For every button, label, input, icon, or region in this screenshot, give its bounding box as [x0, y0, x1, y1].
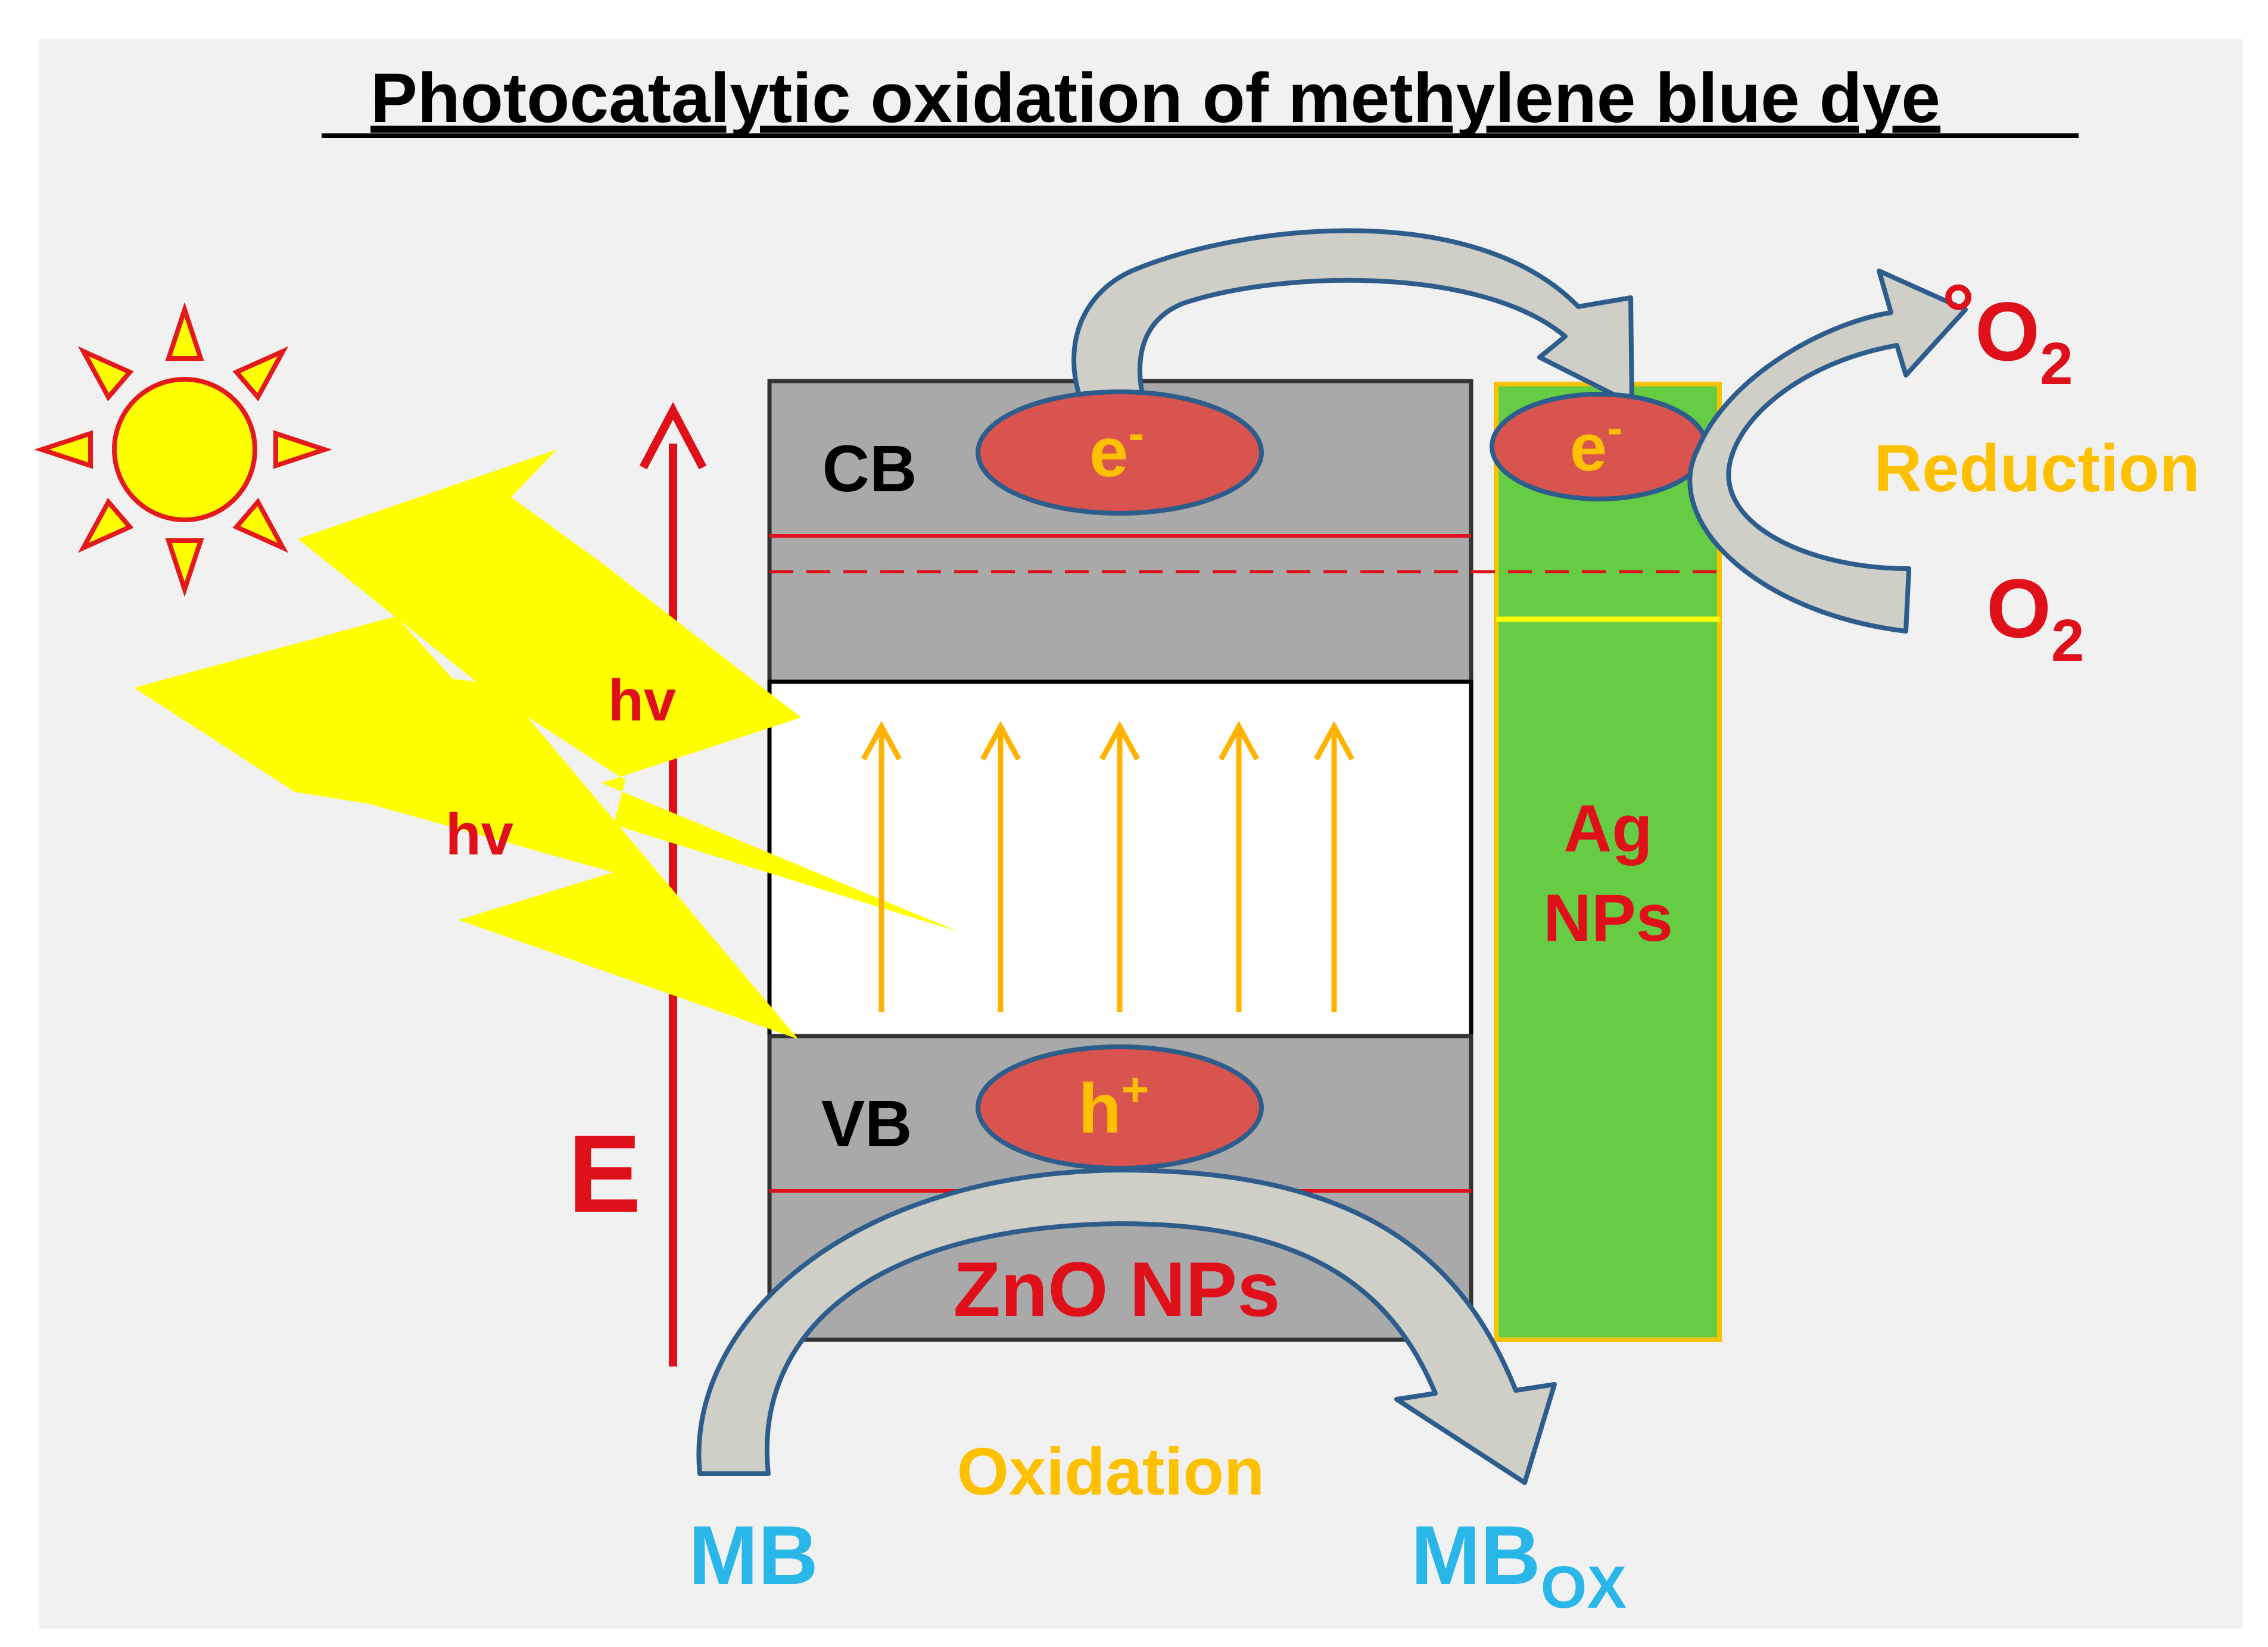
oxidation-arrow — [696, 1168, 1557, 1485]
hv-label-lower: hv — [446, 801, 514, 867]
ag-label-line2: NPs — [1543, 881, 1673, 955]
cb-electron — [976, 389, 1264, 516]
vb-label: VB — [821, 1087, 912, 1161]
cb-label: CB — [823, 432, 917, 506]
ag-electron-charge: - — [1607, 401, 1622, 454]
energy-label: E — [568, 1113, 641, 1236]
sun-icon — [34, 302, 332, 597]
zno-label: ZnO NPs — [954, 1246, 1281, 1333]
ag-electron-label: e- — [1570, 401, 1622, 485]
hv-label-upper: hv — [608, 667, 677, 733]
cb-electron-charge: - — [1129, 407, 1145, 460]
vb-hole-label: h+ — [1079, 1063, 1149, 1148]
electron-transfer-arrow — [1071, 228, 1634, 461]
superoxide-label: °O2 — [1942, 267, 2073, 397]
oxidation-label: Oxidation — [957, 1434, 1264, 1509]
mbox-label: MBOX — [1411, 1508, 1627, 1621]
cb-electron-label: e- — [1089, 407, 1144, 492]
reduction-label: Reduction — [1874, 431, 2200, 506]
diagram-title: Photocatalytic oxidation of methylene bl… — [370, 59, 1940, 138]
excitation-arrows — [861, 720, 1354, 1012]
mb-label: MB — [688, 1508, 818, 1602]
superoxide-dot: ° — [1942, 267, 1975, 360]
vb-hole-symbol: h — [1079, 1069, 1121, 1148]
cb-electron-symbol: e — [1089, 413, 1129, 492]
ag-electron-symbol: e — [1570, 410, 1607, 485]
ag-label-line1: Ag — [1563, 791, 1652, 866]
vb-hole — [976, 1044, 1264, 1171]
superoxide-base: O — [1975, 285, 2040, 378]
mbox-base: MB — [1411, 1508, 1541, 1602]
vb-hole-charge: + — [1121, 1063, 1149, 1116]
lightning-bolt-lower — [134, 616, 798, 1039]
mbox-subscript: OX — [1541, 1554, 1627, 1621]
o2-label: O2 — [1986, 562, 2085, 674]
lightning-bolt-upper — [298, 450, 959, 932]
o2-base: O — [1986, 562, 2051, 655]
o2-subscript: 2 — [2051, 607, 2085, 674]
superoxide-subscript: 2 — [2040, 330, 2073, 397]
reduction-arrow — [1687, 269, 1968, 634]
